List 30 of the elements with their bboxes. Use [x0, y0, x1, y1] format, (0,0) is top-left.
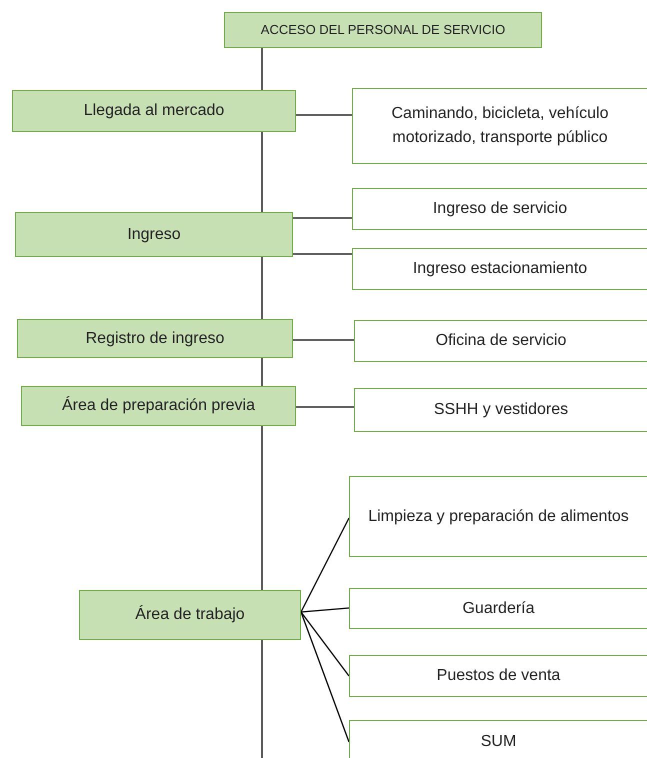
connector-line	[261, 640, 263, 758]
detail-box: Ingreso de servicio	[352, 188, 647, 230]
stage-box: Área de preparación previa	[21, 386, 296, 426]
stage-box: Ingreso	[15, 212, 293, 257]
detail-box: Limpieza y preparación de alimentos	[349, 476, 647, 557]
connector-line	[261, 132, 263, 212]
connector-line	[296, 406, 354, 408]
connector-line	[300, 612, 350, 742]
detail-box: Puestos de venta	[349, 655, 647, 697]
detail-box: Ingreso estacionamiento	[352, 248, 647, 290]
connector-line	[261, 426, 263, 590]
connector-line	[293, 253, 352, 255]
connector-line	[261, 257, 263, 319]
connector-line	[293, 339, 354, 341]
connector-line	[300, 607, 350, 613]
connector-line	[296, 114, 352, 116]
detail-box: SSHH y vestidores	[354, 388, 647, 432]
detail-box: Oficina de servicio	[354, 320, 647, 362]
connector-line	[261, 48, 263, 90]
stage-box: Área de trabajo	[79, 590, 301, 640]
detail-box: Guardería	[349, 588, 647, 629]
title-box: ACCESO DEL PERSONAL DE SERVICIO	[224, 12, 542, 48]
connector-line	[293, 217, 352, 219]
detail-box: SUM	[349, 720, 647, 758]
connector-line	[300, 612, 350, 676]
detail-box: Caminando, bicicleta, vehículo motorizado, transporte público	[352, 88, 647, 164]
stage-box: Llegada al mercado	[12, 90, 296, 132]
connector-line	[300, 518, 350, 612]
connector-line	[261, 358, 263, 386]
stage-box: Registro de ingreso	[17, 319, 293, 358]
